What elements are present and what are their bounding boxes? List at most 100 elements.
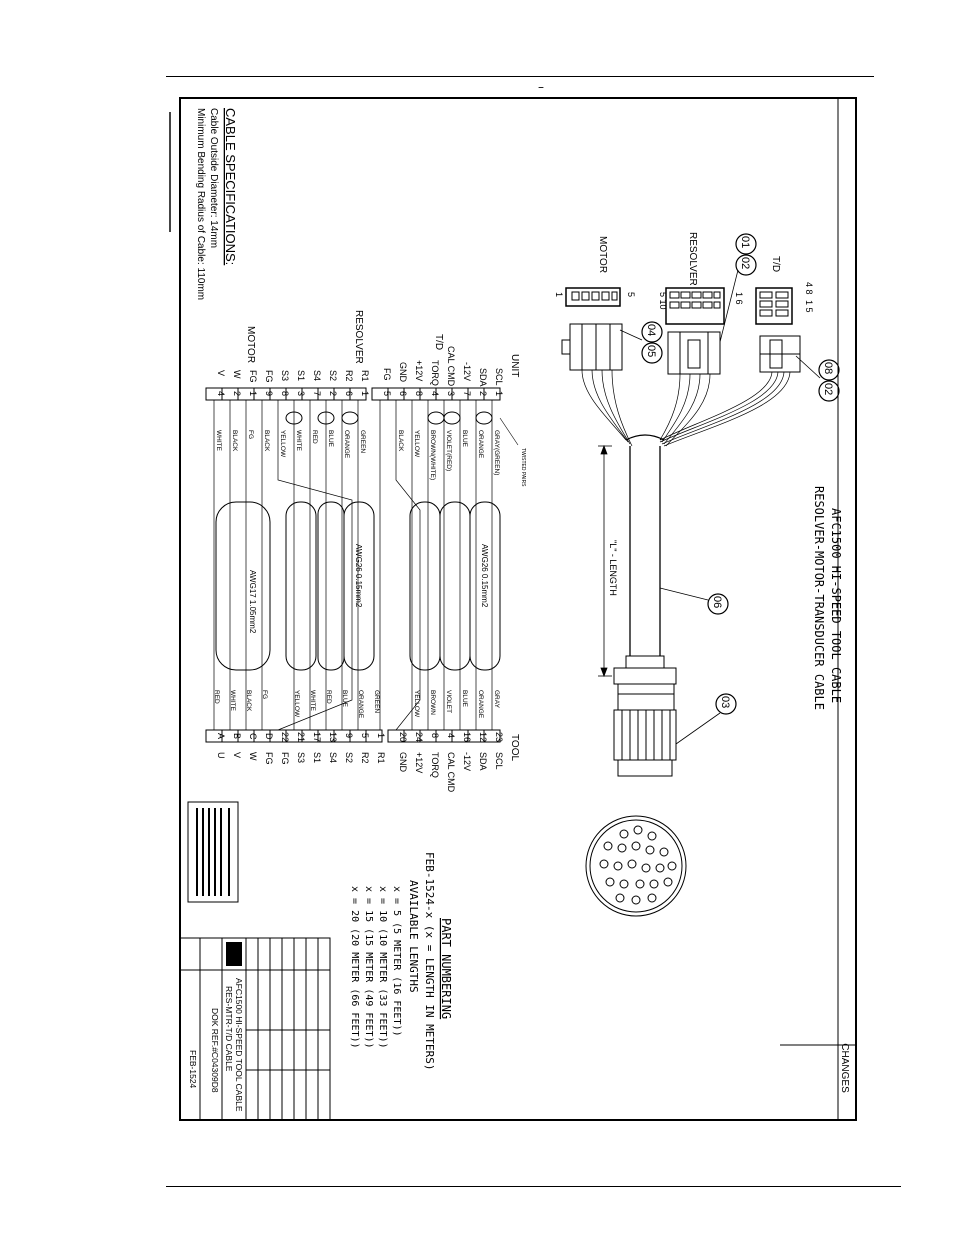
svg-text:FG: FG (264, 752, 274, 765)
svg-text:A: A (216, 733, 226, 739)
svg-text:BLACK: BLACK (263, 430, 270, 452)
title-block-desc1: AFC1500 HI-SPEED TOOL CABLE (234, 978, 244, 1112)
gauge-awg17: AWG17 1.05mm2 (248, 570, 257, 634)
svg-text:GREEN: GREEN (373, 690, 380, 713)
part-numbering-heading: PART NUMBERING (439, 918, 453, 1019)
svg-text:GRAY(GREEN): GRAY(GREEN) (493, 430, 500, 475)
cable-specs-bend: Minimum Bending Radius of Cable: 110mm (195, 108, 206, 300)
svg-text:R1: R1 (360, 370, 370, 382)
svg-text:RED: RED (325, 690, 332, 704)
svg-text:8: 8 (430, 733, 440, 738)
svg-text:-12V: -12V (462, 752, 472, 771)
svg-text:WHITE: WHITE (229, 690, 236, 712)
motor-connector (565, 287, 621, 307)
svg-text:8: 8 (414, 391, 424, 396)
balloon-01 (735, 233, 757, 255)
length-20: x = 20 (20 METER (66 FEET)) (349, 886, 360, 1049)
unit-colors: GRAY(GREEN) ORANGE BLUE VIOLET(RED) BROW… (215, 430, 500, 480)
svg-text:WHITE: WHITE (309, 690, 316, 712)
svg-text:BLUE: BLUE (341, 690, 348, 708)
title-block-ref: DOK REF.#C04309D8 (210, 1008, 220, 1093)
svg-text:CAL CMD: CAL CMD (446, 752, 456, 793)
svg-text:20: 20 (398, 732, 408, 742)
svg-text:RED: RED (311, 430, 318, 444)
svg-text:24: 24 (414, 732, 424, 742)
svg-text:GND: GND (398, 362, 408, 383)
svg-text:02: 02 (822, 383, 834, 395)
svg-text:VIOLET(RED): VIOLET(RED) (445, 430, 452, 471)
svg-text:ORANGE: ORANGE (357, 690, 364, 719)
title-block (179, 937, 331, 1121)
svg-text:1 6: 1 6 (734, 292, 744, 305)
svg-text:FG: FG (248, 370, 258, 383)
svg-text:YELLOW: YELLOW (279, 430, 286, 458)
svg-text:ORANGE: ORANGE (477, 690, 484, 719)
svg-text:1 5: 1 5 (804, 300, 814, 313)
svg-text:ORANGE: ORANGE (477, 430, 484, 459)
svg-text:SDA: SDA (478, 368, 488, 387)
svg-text:WHITE: WHITE (295, 430, 302, 452)
unit-signals: SCL SDA -12V CAL CMD TORQ +12V GND FG R1… (216, 346, 504, 387)
svg-text:9: 9 (344, 733, 354, 738)
svg-text:9: 9 (264, 391, 274, 396)
svg-text:06: 06 (711, 596, 723, 608)
svg-text:FG: FG (382, 368, 392, 381)
resolver-plug (667, 331, 721, 375)
available-lengths: AVAILABLE LENGTHS (407, 880, 420, 993)
svg-text:4: 4 (216, 391, 226, 396)
svg-text:YELLOW: YELLOW (413, 430, 420, 458)
svg-text:BLUE: BLUE (461, 690, 468, 708)
svg-text:S3: S3 (280, 370, 290, 381)
balloon-02b (818, 380, 840, 402)
svg-text:B: B (232, 733, 242, 739)
balloon-04 (641, 321, 663, 343)
balloon-08 (818, 359, 840, 381)
svg-text:FG: FG (264, 370, 274, 383)
svg-text:+12V: +12V (414, 752, 424, 773)
svg-text:FG: FG (261, 690, 268, 699)
svg-text:13: 13 (328, 732, 338, 742)
unit-label: UNIT (509, 354, 520, 377)
svg-text:FG: FG (247, 430, 254, 439)
svg-text:3: 3 (296, 391, 306, 396)
svg-text:BROWN: BROWN (429, 690, 436, 715)
td-side-label: T/D (433, 334, 444, 350)
motor-plug (561, 323, 623, 371)
svg-text:RED: RED (213, 690, 220, 704)
svg-text:GND: GND (398, 752, 408, 773)
svg-text:5: 5 (382, 391, 392, 396)
svg-text:BLACK: BLACK (397, 430, 404, 452)
svg-text:5: 5 (626, 292, 636, 297)
changes-label: CHANGES (839, 1043, 850, 1093)
length-5: x = 5 (5 METER (16 FEET)) (391, 886, 402, 1037)
length-dimension (598, 444, 612, 678)
svg-text:04: 04 (645, 324, 657, 336)
cable-specs-od: Cable Outside Diameter: 14mm (208, 108, 219, 248)
svg-text:2: 2 (232, 391, 242, 396)
balloon-06 (707, 593, 729, 615)
svg-text:BROWN(WHITE): BROWN(WHITE) (429, 430, 436, 480)
shield-ovals (215, 411, 501, 671)
svg-text:2: 2 (478, 391, 488, 396)
svg-text:17: 17 (312, 732, 322, 742)
page-mark: – (538, 80, 544, 94)
svg-text:2: 2 (328, 391, 338, 396)
tool-connector (613, 655, 677, 777)
svg-text:7: 7 (462, 391, 472, 396)
svg-text:S4: S4 (312, 370, 322, 381)
svg-text:22: 22 (280, 732, 290, 742)
svg-text:12: 12 (478, 732, 488, 742)
svg-text:4 8: 4 8 (804, 282, 814, 295)
svg-text:S1: S1 (312, 752, 322, 763)
svg-text:YELLOW: YELLOW (413, 690, 420, 718)
svg-text:VIOLET: VIOLET (445, 690, 452, 713)
balloon-03 (715, 693, 737, 715)
svg-text:1: 1 (360, 391, 370, 396)
svg-text:BLUE: BLUE (327, 430, 334, 448)
tool-colors: GRAY ORANGE BLUE VIOLET BROWN YELLOW GRE… (213, 690, 500, 719)
title-line2: RESOLVER-MOTOR-TRANSDUCER CABLE (812, 486, 826, 710)
svg-text:4: 4 (446, 733, 456, 738)
svg-text:SDA: SDA (478, 752, 488, 771)
tool-connector-face (585, 815, 687, 917)
